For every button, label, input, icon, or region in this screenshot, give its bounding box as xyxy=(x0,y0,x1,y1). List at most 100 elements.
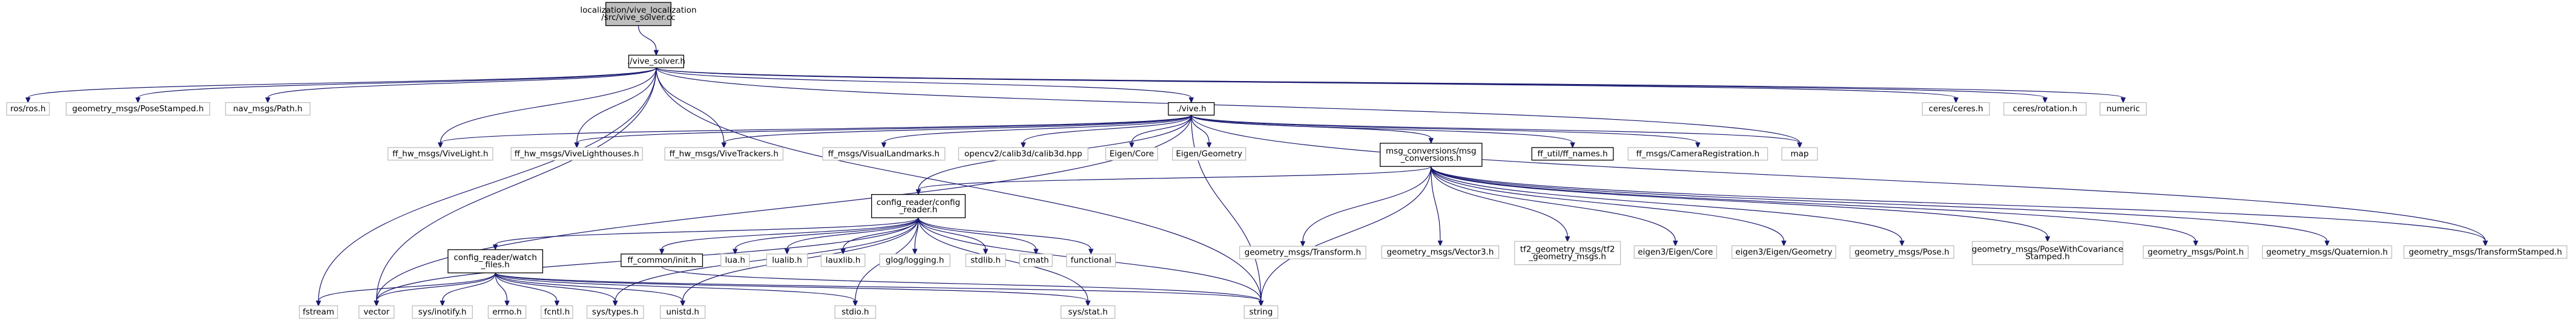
node-lauxlib: lauxlib.h xyxy=(820,253,866,267)
node-label: sys/types.h xyxy=(592,307,639,317)
node-label: fcntl.h xyxy=(544,307,570,317)
node-label: ff_hw_msgs/ViveLighthouses.h xyxy=(515,149,639,158)
node-lualib: lualib.h xyxy=(766,253,808,267)
node-glog: glog/logging.h xyxy=(879,253,950,267)
node-root[interactable]: localization/vive_localization/src/vive_… xyxy=(580,2,697,27)
node-label: stdio.h xyxy=(842,307,869,317)
node-label: functional xyxy=(1070,255,1111,265)
node-ceres: ceres/ceres.h xyxy=(1922,102,1990,116)
node-label: lauxlib.h xyxy=(826,255,861,265)
node-fcntl: fcntl.h xyxy=(541,305,573,319)
node-msgconv[interactable]: msg_conversions/msg_conversions.h xyxy=(1380,143,1483,167)
edge-vive_solver_h-to-vivetrackers xyxy=(656,67,727,149)
node-path: nav_msgs/Path.h xyxy=(225,102,311,116)
node-label: _conversions.h xyxy=(1400,154,1461,163)
node-label: config_reader/config xyxy=(877,198,960,207)
node-label: ff_hw_msgs/ViveTrackers.h xyxy=(670,149,779,158)
edge-vive_h-to-eigencore xyxy=(1129,115,1192,149)
node-vector: vector xyxy=(358,305,395,319)
node-label: ff_common/init.h xyxy=(627,255,696,265)
edge-msgconv-to-posecov xyxy=(1431,166,2051,243)
edge-watchfiles-to-fcntl xyxy=(495,273,560,307)
node-label: vector xyxy=(363,307,389,317)
node-label: ./vive.h xyxy=(1176,104,1207,114)
edge-configreader-to-cmath xyxy=(918,217,1039,255)
edge-vive_solver_h-to-ceres xyxy=(656,67,1959,103)
edge-msgconv-to-pose xyxy=(1431,166,1905,247)
edge-vive_solver_h-to-numeric xyxy=(656,67,2126,103)
edge-msgconv-to-eigen3core xyxy=(1431,166,1678,247)
node-label: string xyxy=(1250,307,1273,317)
node-vive_h[interactable]: ./vive.h xyxy=(1168,102,1215,116)
edge-vive_h-to-visuallandmarks xyxy=(881,114,1192,149)
edge-watchfiles-to-systypes xyxy=(495,273,618,307)
node-systypes: sys/types.h xyxy=(586,305,644,319)
edge-vive_solver_h-to-rotation xyxy=(656,67,2048,103)
node-rotation: ceres/rotation.h xyxy=(2003,102,2087,116)
node-eigen3core: eigen3/Eigen/Core xyxy=(1633,245,1718,259)
node-label: errno.h xyxy=(492,307,521,317)
node-errno: errno.h xyxy=(487,305,527,319)
node-label: ff_msgs/CameraRegistration.h xyxy=(1636,149,1760,158)
node-ffinit[interactable]: ff_common/init.h xyxy=(621,253,703,267)
node-ros_h: ros/ros.h xyxy=(6,102,50,116)
node-label: _files.h xyxy=(481,260,510,270)
edge-msgconv-to-point xyxy=(1431,166,2199,247)
edge-watchfiles-to-inotify xyxy=(440,273,496,307)
edge-configreader-to-ffinit xyxy=(659,217,919,255)
node-cmath: cmath xyxy=(1019,253,1053,267)
node-label: Eigen/Geometry xyxy=(1176,149,1242,158)
node-vive_solver_h[interactable]: ./vive_solver.h xyxy=(627,54,685,68)
node-label: config_reader/watch xyxy=(453,253,536,262)
node-label: eigen3/Eigen/Geometry xyxy=(1735,247,1832,257)
node-watchfiles[interactable]: config_reader/watch_files.h xyxy=(447,249,544,273)
node-label: geometry_msgs/Pose.h xyxy=(1854,247,1949,257)
edge-watchfiles-to-sysstat xyxy=(495,272,1091,307)
edge-configreader-to-stdlib xyxy=(918,217,989,255)
node-label: ff_util/ff_names.h xyxy=(1537,149,1607,158)
edge-watchfiles-to-errno xyxy=(495,273,510,307)
node-ffnames[interactable]: ff_util/ff_names.h xyxy=(1531,147,1614,161)
node-fstream: fstream xyxy=(298,305,338,319)
edge-root-to-vive_solver_h xyxy=(637,25,659,56)
node-label: Stamped.h xyxy=(2025,252,2070,261)
edge-msgconv-to-transform xyxy=(1300,166,1432,247)
edge-vive_h-to-ffnames xyxy=(1191,114,1575,149)
node-label: sys/stat.h xyxy=(1068,307,1107,317)
edge-watchfiles-to-vector xyxy=(374,273,496,307)
node-functional: functional xyxy=(1066,253,1116,267)
edge-configreader-to-watchfiles xyxy=(492,217,919,251)
node-visuallandmarks: ff_msgs/VisualLandmarks.h xyxy=(822,147,946,161)
edge-watchfiles-to-fstream xyxy=(315,272,496,307)
node-configreader[interactable]: config_reader/config_reader.h xyxy=(871,194,966,218)
node-tfstamped: geometry_msgs/TransformStamped.h xyxy=(2403,245,2568,259)
node-label: tf2_geometry_msgs/tf2 xyxy=(1520,244,1615,254)
edge-msgconv-to-string xyxy=(1258,166,1432,307)
node-label: fstream xyxy=(303,307,334,317)
node-label: geometry_msgs/Point.h xyxy=(2147,247,2244,257)
node-point: geometry_msgs/Point.h xyxy=(2143,245,2249,259)
node-label: cmath xyxy=(1023,255,1049,265)
node-label: glog/logging.h xyxy=(886,255,944,265)
edge-vive_h-to-vivelighthouses xyxy=(574,114,1192,149)
node-label: stdlib.h xyxy=(970,255,1001,265)
node-label: numeric xyxy=(2106,104,2140,114)
edge-configreader-to-functional xyxy=(918,217,1094,255)
node-string: string xyxy=(1244,305,1279,319)
node-label: nav_msgs/Path.h xyxy=(233,104,302,114)
node-label: geometry_msgs/PoseStamped.h xyxy=(72,104,203,114)
node-pose: geometry_msgs/Pose.h xyxy=(1850,245,1955,259)
node-label: ff_msgs/VisualLandmarks.h xyxy=(828,149,940,158)
edge-configreader-to-lua xyxy=(733,217,919,255)
node-sysstat: sys/stat.h xyxy=(1060,305,1116,319)
node-label: geometry_msgs/Vector3.h xyxy=(1386,247,1494,257)
edge-configreader-to-lualib xyxy=(784,217,919,255)
node-label: ./vive_solver.h xyxy=(627,57,685,67)
node-stdio: stdio.h xyxy=(834,305,877,319)
node-unistd: unistd.h xyxy=(660,305,706,319)
node-label: geometry_msgs/Quaternion.h xyxy=(2266,247,2388,257)
node-vivelighthouses: ff_hw_msgs/ViveLighthouses.h xyxy=(510,147,643,161)
node-label: ff_hw_msgs/ViveLight.h xyxy=(392,149,488,158)
nodes-layer: localization/vive_localization/src/vive_… xyxy=(6,2,2568,319)
